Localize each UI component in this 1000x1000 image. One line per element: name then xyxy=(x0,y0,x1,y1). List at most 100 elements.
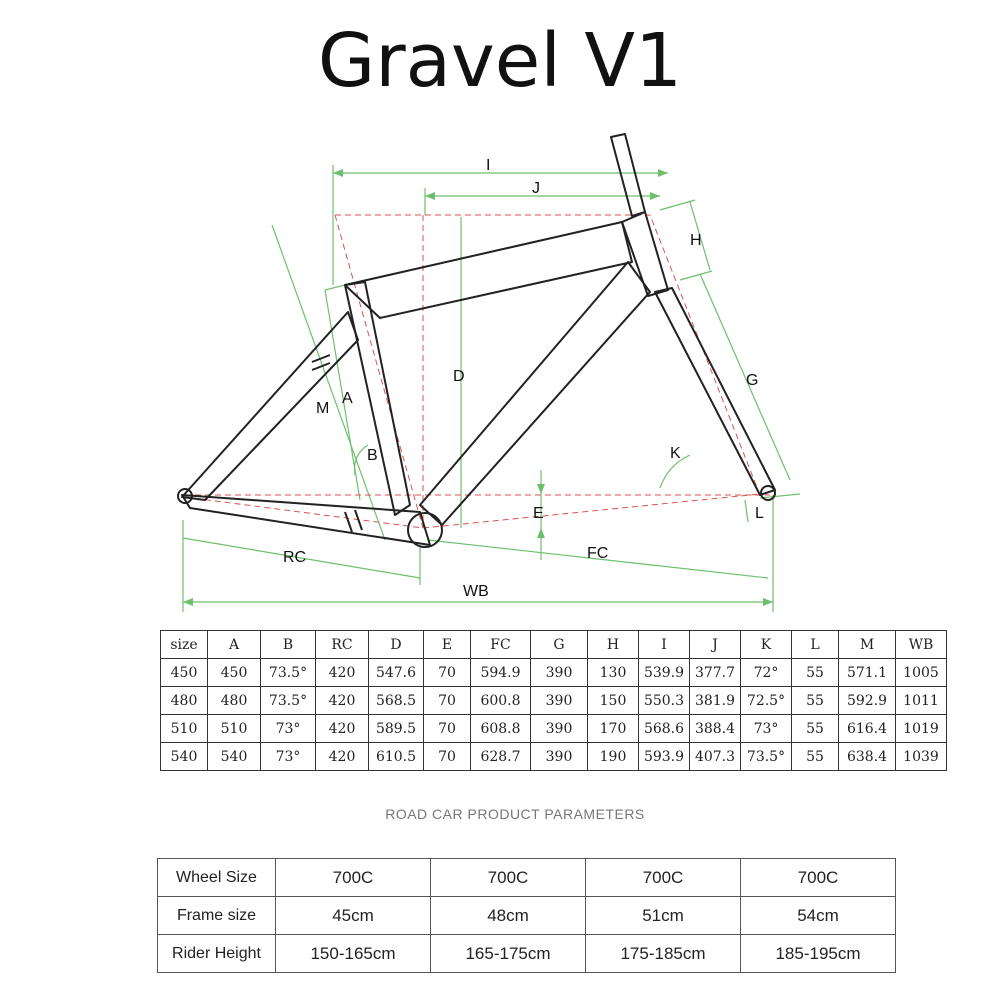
frame-geometry-diagram: I J H G K L D M A B E RC FC WB xyxy=(177,133,801,612)
size-cell: 150-165cm xyxy=(275,934,431,973)
geometry-cell: 616.4 xyxy=(838,714,896,743)
size-cell: 700C xyxy=(430,858,586,897)
size-row-label: Rider Height xyxy=(157,934,276,973)
dim-label-i: I xyxy=(486,157,490,174)
geometry-header-cell: H xyxy=(587,630,639,659)
geometry-cell: 547.6 xyxy=(368,658,424,687)
size-cell: 45cm xyxy=(275,896,431,935)
geometry-cell: 70 xyxy=(423,742,471,771)
geometry-cell: 130 xyxy=(587,658,639,687)
dimension-lines xyxy=(182,165,801,612)
geometry-cell: 390 xyxy=(530,658,588,687)
geometry-cell: 480 xyxy=(160,686,208,715)
geometry-cell: 73° xyxy=(260,742,316,771)
geometry-cell: 1005 xyxy=(895,658,947,687)
dim-label-e: E xyxy=(533,505,544,522)
geometry-cell: 407.3 xyxy=(689,742,741,771)
geometry-cell: 55 xyxy=(791,686,839,715)
geometry-cell: 510 xyxy=(160,714,208,743)
size-cell: 185-195cm xyxy=(740,934,896,973)
geometry-cell: 1039 xyxy=(895,742,947,771)
geometry-cell: 539.9 xyxy=(638,658,690,687)
geometry-cell: 420 xyxy=(315,658,369,687)
geometry-cell: 628.7 xyxy=(470,742,531,771)
geometry-header-cell: M xyxy=(838,630,896,659)
dim-label-l: L xyxy=(755,505,764,522)
geometry-header-cell: J xyxy=(689,630,741,659)
geometry-cell: 600.8 xyxy=(470,686,531,715)
geometry-cell: 73.5° xyxy=(260,686,316,715)
size-cell: 700C xyxy=(275,858,431,897)
geometry-cell: 73° xyxy=(260,714,316,743)
geometry-header-cell: B xyxy=(260,630,316,659)
geometry-cell: 420 xyxy=(315,686,369,715)
geometry-cell: 150 xyxy=(587,686,639,715)
dimension-arrows xyxy=(183,169,773,606)
geometry-cell: 568.6 xyxy=(638,714,690,743)
geometry-cell: 480 xyxy=(207,686,261,715)
geometry-cell: 388.4 xyxy=(689,714,741,743)
geometry-cell: 450 xyxy=(207,658,261,687)
dim-label-b: B xyxy=(367,447,378,464)
size-cell: 700C xyxy=(740,858,896,897)
geometry-cell: 1011 xyxy=(895,686,947,715)
geometry-cell: 571.1 xyxy=(838,658,896,687)
geometry-cell: 70 xyxy=(423,714,471,743)
size-cell: 51cm xyxy=(585,896,741,935)
geometry-header-cell: E xyxy=(423,630,471,659)
geometry-cell: 73° xyxy=(740,714,792,743)
geometry-cell: 190 xyxy=(587,742,639,771)
size-row-label: Frame size xyxy=(157,896,276,935)
geometry-cell: 592.9 xyxy=(838,686,896,715)
geometry-cell: 70 xyxy=(423,658,471,687)
geometry-cell: 1019 xyxy=(895,714,947,743)
geometry-header-cell: K xyxy=(740,630,792,659)
geometry-header-cell: WB xyxy=(895,630,947,659)
dim-label-g: G xyxy=(746,372,758,389)
dim-label-k: K xyxy=(670,445,681,462)
parameters-subtitle: ROAD CAR PRODUCT PARAMETERS xyxy=(385,806,645,822)
size-cell: 48cm xyxy=(430,896,586,935)
frame-outline xyxy=(177,133,776,548)
dim-label-m: M xyxy=(316,400,329,417)
geometry-cell: 594.9 xyxy=(470,658,531,687)
geometry-cell: 593.9 xyxy=(638,742,690,771)
geometry-cell: 55 xyxy=(791,742,839,771)
geometry-cell: 610.5 xyxy=(368,742,424,771)
size-row-label: Wheel Size xyxy=(157,858,276,897)
geometry-cell: 390 xyxy=(530,686,588,715)
geometry-cell: 540 xyxy=(207,742,261,771)
geometry-cell: 73.5° xyxy=(740,742,792,771)
geometry-cell: 55 xyxy=(791,658,839,687)
geometry-cell: 568.5 xyxy=(368,686,424,715)
dim-label-wb: WB xyxy=(463,583,489,600)
geometry-cell: 589.5 xyxy=(368,714,424,743)
geometry-header-cell: FC xyxy=(470,630,531,659)
geometry-cell: 72° xyxy=(740,658,792,687)
dim-label-h: H xyxy=(690,232,702,249)
geometry-cell: 550.3 xyxy=(638,686,690,715)
page-title: Gravel V1 xyxy=(317,18,683,104)
dim-label-fc: FC xyxy=(587,545,608,562)
geometry-cell: 540 xyxy=(160,742,208,771)
size-cell: 54cm xyxy=(740,896,896,935)
geometry-header-cell: G xyxy=(530,630,588,659)
geometry-cell: 377.7 xyxy=(689,658,741,687)
geometry-cell: 390 xyxy=(530,714,588,743)
geometry-cell: 510 xyxy=(207,714,261,743)
size-cell: 175-185cm xyxy=(585,934,741,973)
geometry-cell: 170 xyxy=(587,714,639,743)
geometry-cell: 638.4 xyxy=(838,742,896,771)
dim-label-d: D xyxy=(453,368,465,385)
geometry-cell: 55 xyxy=(791,714,839,743)
geometry-cell: 420 xyxy=(315,714,369,743)
center-lines xyxy=(184,214,771,529)
